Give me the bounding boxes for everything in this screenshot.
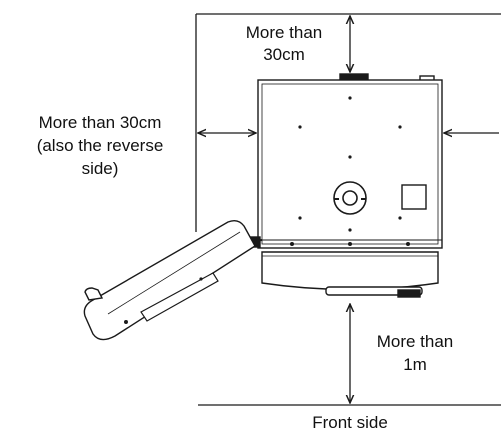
screw (398, 125, 402, 129)
front-clearance-label: More than 1m (377, 332, 454, 374)
lid-body (83, 219, 256, 341)
screw (298, 125, 302, 129)
screw (348, 228, 352, 232)
screw (348, 242, 352, 246)
top-clearance-line-2: 30cm (263, 45, 305, 64)
side-clearance-line-3: side) (82, 159, 119, 178)
round-port-inner (342, 190, 358, 206)
screw (290, 242, 294, 246)
lid-screw (124, 320, 128, 324)
front-clearance-line-2: 1m (403, 355, 427, 374)
machine-screws (290, 96, 410, 246)
top-clearance-line-1: More than (246, 23, 323, 42)
front-clearance-line-1: More than (377, 332, 454, 351)
machine-body (257, 79, 443, 249)
side-clearance-line-1: More than 30cm (39, 113, 162, 132)
square-panel (401, 184, 427, 210)
top-tab (339, 73, 369, 81)
machine-top-view (257, 73, 443, 298)
lid-knob (84, 287, 104, 301)
side-clearance-label: More than 30cm (also the reverse side) (37, 113, 164, 178)
screw (348, 96, 352, 100)
drawer-foot (397, 289, 421, 298)
clearance-arrows (198, 16, 499, 403)
screw (348, 155, 352, 159)
top-clearance-label: More than 30cm (246, 23, 323, 64)
side-clearance-line-2: (also the reverse (37, 136, 164, 155)
lid-screw (199, 277, 203, 281)
opened-lid (83, 219, 263, 341)
front-drawer (261, 251, 439, 291)
boundary-walls (195, 13, 501, 406)
front-side-label: Front side (312, 413, 388, 432)
screw (398, 216, 402, 220)
lid-groove (140, 272, 219, 322)
screw (406, 242, 410, 246)
lid-inner-edge (107, 231, 241, 315)
screw (298, 216, 302, 220)
